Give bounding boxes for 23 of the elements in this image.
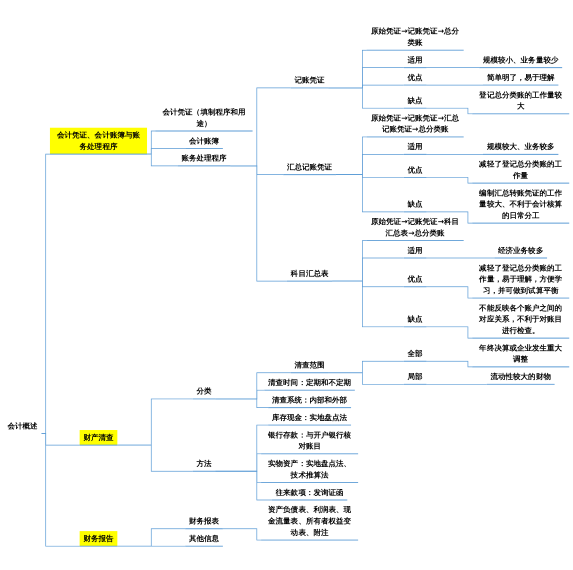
connector	[426, 326, 473, 338]
connector	[426, 384, 488, 385]
connector	[426, 360, 473, 368]
connector	[146, 154, 178, 166]
connector	[328, 372, 404, 385]
connector	[116, 444, 194, 472]
connector	[215, 470, 272, 500]
connector	[426, 84, 484, 86]
connector	[426, 212, 473, 224]
connector	[336, 174, 404, 212]
connector	[332, 280, 404, 328]
connector	[222, 528, 262, 540]
connector	[116, 528, 186, 547]
connector	[41, 433, 80, 547]
connector	[426, 177, 473, 184]
connector	[426, 108, 473, 114]
connector	[426, 67, 480, 68]
connector	[426, 154, 484, 155]
connector	[328, 88, 404, 109]
connector	[215, 398, 268, 408]
connector	[230, 166, 288, 282]
connector	[426, 286, 473, 298]
connector	[116, 546, 186, 547]
